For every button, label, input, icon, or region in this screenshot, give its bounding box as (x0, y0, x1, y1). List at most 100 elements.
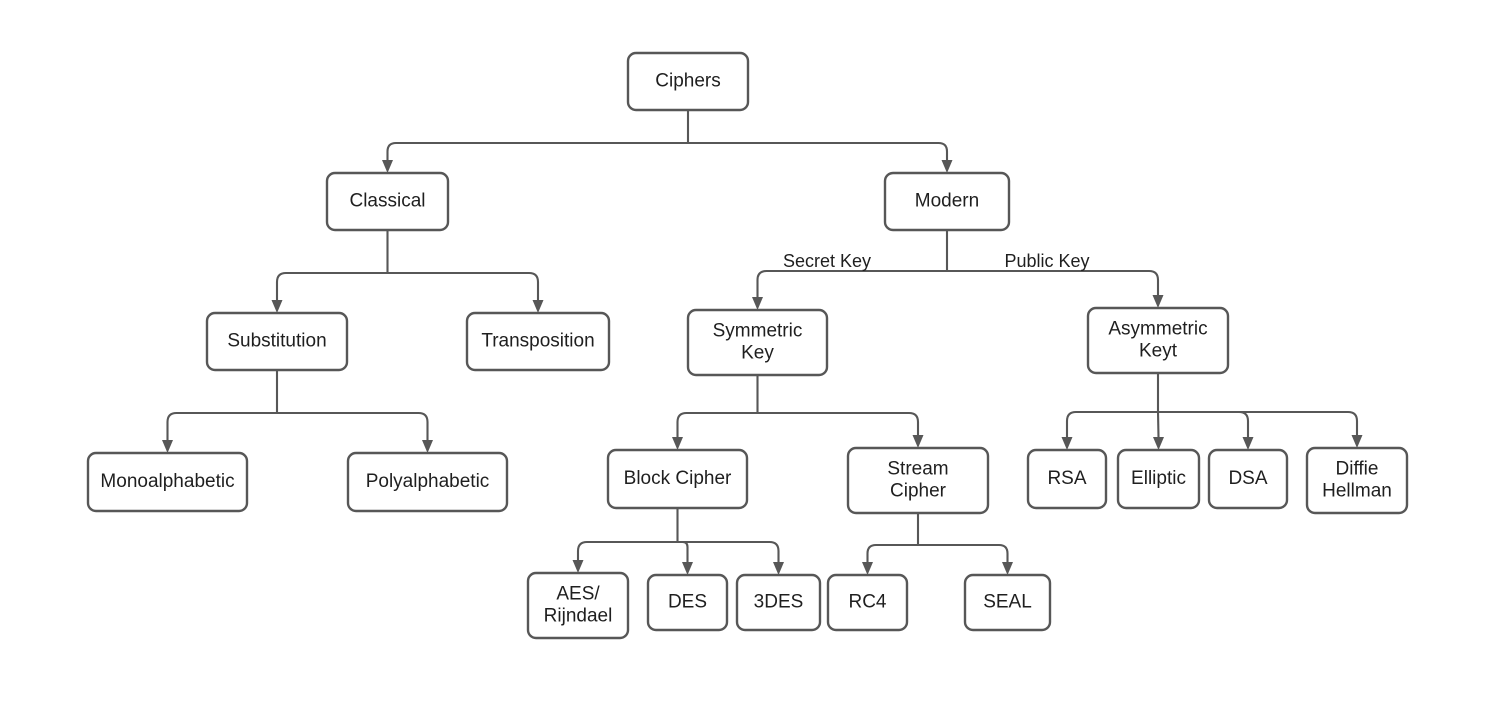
node-label-block-cipher: Block Cipher (624, 468, 732, 489)
node-label-seal: SEAL (983, 592, 1032, 613)
node-label-rsa: RSA (1047, 468, 1086, 489)
edge-classical-transposition (387, 271, 544, 313)
node-label-monoalphabetic: Monoalphabetic (100, 471, 234, 492)
edge-line (756, 269, 947, 297)
node-label-elliptic: Elliptic (1131, 468, 1186, 489)
edge-label-secret-key-label: Secret Key (783, 251, 871, 271)
edge-arrowhead (941, 160, 953, 173)
edge-block-aes (572, 540, 678, 573)
node-box-rsa (1026, 448, 1108, 510)
edge-arrowhead (382, 160, 393, 173)
node-label-stream-cipher: Stream (887, 459, 948, 480)
node-substitution[interactable]: Substitution (205, 311, 349, 372)
edge-line (1158, 410, 1359, 435)
edge-line (677, 540, 689, 562)
node-box-asymmetric-keyt (1086, 306, 1230, 375)
edge-arrowhead (162, 440, 173, 453)
edge-symmetric-block (672, 411, 758, 450)
node-rc4[interactable]: RC4 (826, 573, 909, 632)
node-box-substitution (205, 311, 349, 372)
node-seal[interactable]: SEAL (963, 573, 1052, 632)
node-ciphers[interactable]: Ciphers (626, 51, 750, 112)
node-monoalphabetic[interactable]: Monoalphabetic (86, 451, 249, 513)
node-label-classical: Classical (349, 191, 425, 212)
edge-arrowhead (271, 300, 283, 313)
node-modern[interactable]: Modern (883, 171, 1011, 232)
edge-ciphers-modern (688, 141, 953, 173)
edge-line (918, 543, 1009, 562)
edge-arrowhead (672, 437, 683, 450)
node-box-classical (325, 171, 450, 232)
node-label-des: DES (668, 592, 707, 613)
node-box-modern (883, 171, 1011, 232)
edge-arrowhead (1002, 562, 1013, 575)
node-box-monoalphabetic (86, 451, 249, 513)
node-block-cipher[interactable]: Block Cipher (606, 448, 749, 510)
edge-line (1156, 411, 1160, 438)
edge-arrowhead (532, 300, 544, 313)
node-label-diffie-hellman: Diffie (1336, 459, 1379, 480)
edge-labels-layer: Secret Key Public Key (783, 251, 1090, 271)
node-box-diffie-hellman (1305, 446, 1409, 515)
edge-stream-rc4 (862, 543, 918, 575)
edge-arrowhead (572, 560, 584, 573)
node-label-aes-rijndael: Rijndael (544, 606, 613, 627)
edge-line (676, 411, 758, 437)
node-classical[interactable]: Classical (325, 171, 450, 232)
node-label-rc4: RC4 (848, 592, 886, 613)
edges-layer (162, 110, 1363, 575)
node-des[interactable]: DES (646, 573, 729, 632)
node-box-polyalphabetic (346, 451, 509, 513)
edge-modern-symmetric (752, 269, 947, 310)
node-3des[interactable]: 3DES (735, 573, 822, 632)
edge-asymmetric-elliptic (1153, 411, 1164, 450)
node-rsa[interactable]: RSA (1026, 448, 1108, 510)
edge-line (866, 543, 918, 562)
edge-line (947, 269, 1160, 295)
node-box-symmetric-key (686, 308, 829, 377)
edge-block-3des (677, 540, 784, 575)
node-aes-rijndael[interactable]: AES/Rijndael (526, 571, 630, 640)
edge-label-public-key-label: Public Key (1004, 251, 1089, 271)
node-transposition[interactable]: Transposition (465, 311, 611, 372)
edge-arrowhead (1242, 437, 1254, 450)
node-label-dsa: DSA (1228, 468, 1267, 489)
node-box-block-cipher (606, 448, 749, 510)
node-box-rc4 (826, 573, 909, 632)
edge-arrowhead (912, 435, 924, 448)
node-box-seal (963, 573, 1052, 632)
edge-asymmetric-diffie (1158, 410, 1363, 448)
edge-symmetric-stream (757, 411, 924, 448)
node-dsa[interactable]: DSA (1207, 448, 1289, 510)
node-box-3des (735, 573, 822, 632)
edge-modern-asymmetric (947, 269, 1164, 308)
edge-asymmetric-rsa (1061, 410, 1158, 450)
edge-line (688, 141, 949, 160)
edge-line (677, 540, 780, 562)
node-box-transposition (465, 311, 611, 372)
node-elliptic[interactable]: Elliptic (1116, 448, 1201, 510)
node-box-stream-cipher (846, 446, 990, 515)
node-polyalphabetic[interactable]: Polyalphabetic (346, 451, 509, 513)
edge-line (757, 411, 920, 435)
edge-substitution-monoalphabetic (162, 411, 277, 453)
node-label-diffie-hellman: Hellman (1322, 481, 1392, 502)
edge-classical-substitution (271, 271, 388, 313)
node-label-3des: 3DES (754, 592, 804, 613)
edge-line (275, 271, 388, 300)
node-label-aes-rijndael: AES/ (556, 584, 600, 605)
edge-arrowhead (862, 562, 873, 575)
node-label-substitution: Substitution (227, 331, 326, 352)
edge-arrowhead (752, 297, 763, 310)
edge-line (576, 540, 678, 560)
node-label-modern: Modern (915, 191, 979, 212)
node-label-asymmetric-keyt: Asymmetric (1108, 319, 1207, 340)
edge-arrowhead (682, 562, 693, 575)
edge-line (1158, 410, 1250, 437)
